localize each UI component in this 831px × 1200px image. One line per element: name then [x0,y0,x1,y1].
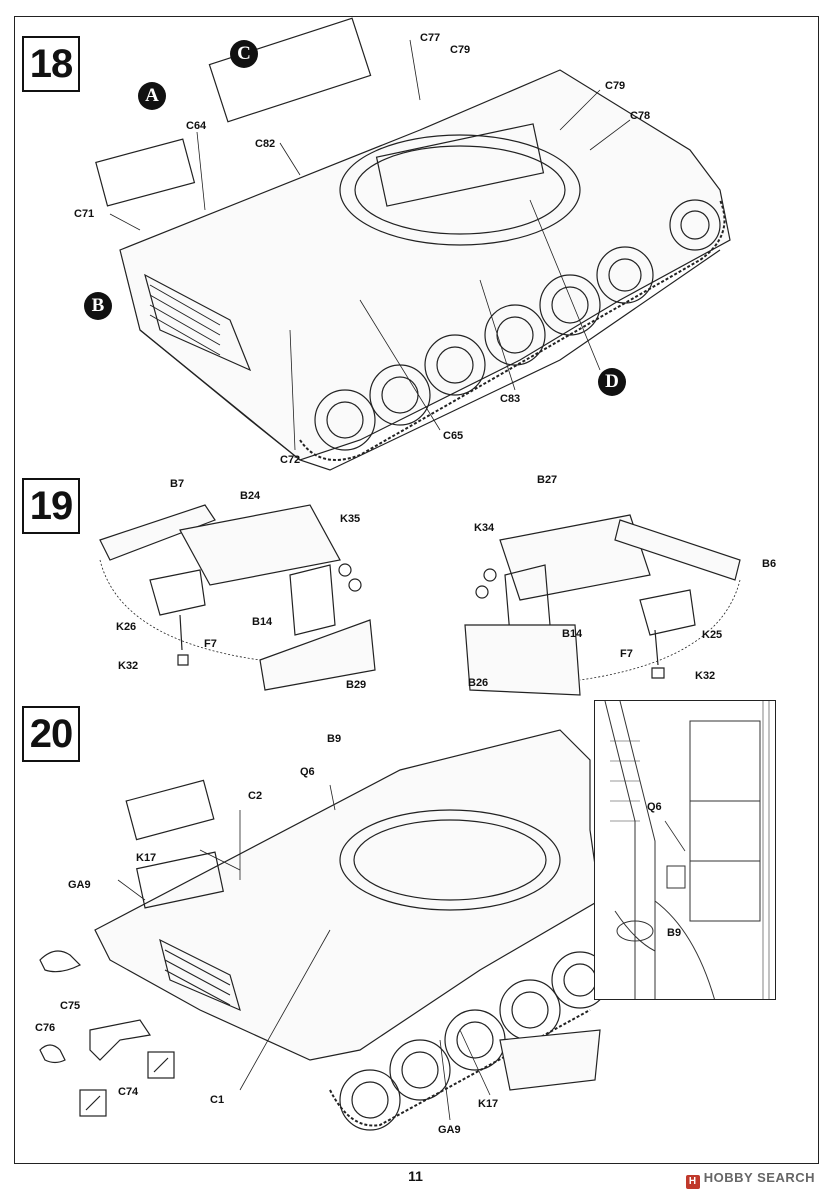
callout-d: D [598,368,626,396]
part-label-c2: C2 [248,790,263,802]
step-20-number: 20 [22,706,80,762]
part-label-k26: K26 [116,621,137,633]
part-label-b6: B6 [762,558,777,570]
part-label-k17-bottom: K17 [478,1098,499,1110]
page-border [14,16,819,1164]
part-label-c76: C76 [35,1022,56,1034]
inset-label-b9: B9 [667,927,682,939]
part-label-b14-right: B14 [562,628,583,640]
part-label-c78: C78 [630,110,651,122]
part-label-c65: C65 [443,430,464,442]
part-label-b26: B26 [468,677,489,689]
page-number: 11 [408,1168,423,1184]
watermark-text: HOBBY SEARCH [703,1170,815,1185]
part-label-c77: C77 [420,32,441,44]
part-label-b9: B9 [327,733,342,745]
step-18-number: 18 [22,36,80,92]
part-label-f7-left: F7 [204,638,217,650]
part-label-c82: C82 [255,138,276,150]
part-label-ga9-bottom: GA9 [438,1124,461,1136]
inset-label-q6: Q6 [647,801,662,813]
callout-a: A [138,82,166,110]
hobby-search-logo-icon: H [685,1175,700,1189]
part-label-c74: C74 [118,1086,139,1098]
step19-right-assembly-drawing [464,514,741,696]
part-label-c72: C72 [280,454,301,466]
part-label-c79-right: C79 [605,80,626,92]
step18-hull-drawing [95,17,731,471]
step-19-number: 19 [22,478,80,534]
part-label-c71: C71 [74,208,95,220]
step20-hull-drawing [39,729,609,1131]
part-label-c75: C75 [60,1000,81,1012]
part-label-c83: C83 [500,393,521,405]
inset-drawing [604,701,770,999]
detail-inset: Q6 B9 [594,700,776,1000]
part-label-k32-left: K32 [118,660,139,672]
part-label-b24: B24 [240,490,261,502]
part-label-k35: K35 [340,513,361,525]
part-label-c64: C64 [186,120,207,132]
callout-c: C [230,40,258,68]
step19-left-assembly-drawing [99,504,376,691]
part-label-c1: C1 [210,1094,225,1106]
part-label-k17-left: K17 [136,852,157,864]
part-label-q6: Q6 [300,766,315,778]
part-label-k34: K34 [474,522,495,534]
part-label-b7: B7 [170,478,185,490]
part-label-b27: B27 [537,474,558,486]
part-label-k25: K25 [702,629,723,641]
part-label-k32-right: K32 [695,670,716,682]
part-label-b14-left: B14 [252,616,273,628]
callout-b: B [84,292,112,320]
part-label-f7-right: F7 [620,648,633,660]
part-label-c79-top: C79 [450,44,471,56]
part-label-b29: B29 [346,679,367,691]
part-label-ga9-left: GA9 [68,879,91,891]
